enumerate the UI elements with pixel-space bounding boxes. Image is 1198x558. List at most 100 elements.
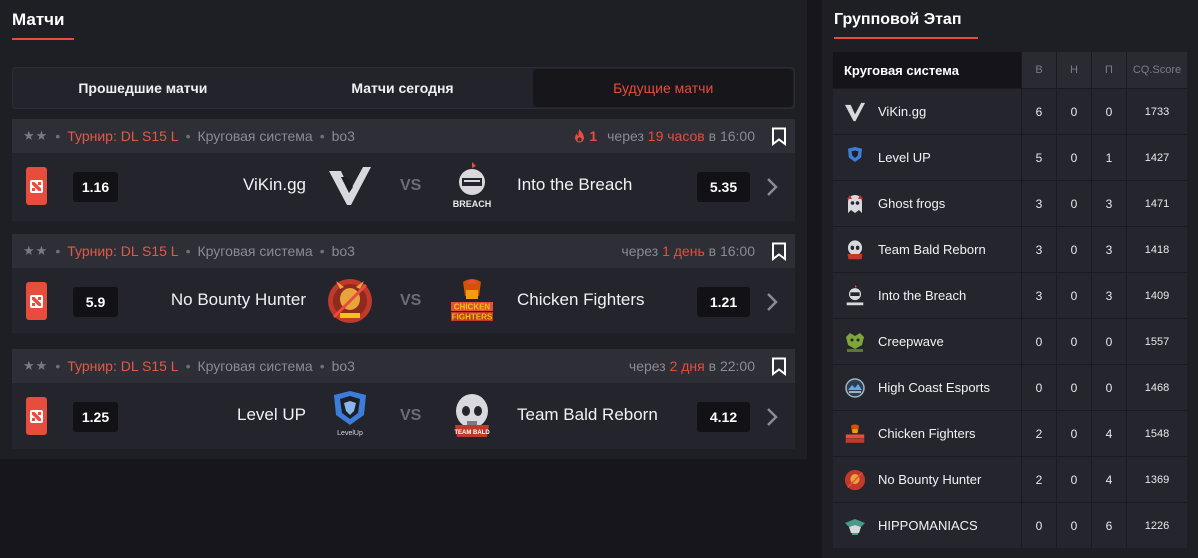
chevron-right-icon[interactable]	[762, 403, 782, 431]
svg-text:LevelUp: LevelUp	[337, 430, 363, 437]
tournament-link[interactable]: Турнир: DL S15 L	[67, 243, 179, 259]
chicken-logo	[842, 421, 868, 447]
time-prefix: через	[607, 128, 644, 144]
team-name[interactable]: Creepwave	[878, 334, 944, 349]
team-name[interactable]: Team Bald Reborn	[878, 242, 986, 257]
header-wins: В	[1021, 52, 1056, 88]
table-row[interactable]: High Coast Esports 0 0 0 1468	[833, 364, 1187, 410]
matches-title: Матчи	[12, 10, 65, 29]
table-row[interactable]: Ghost frogs 3 0 3 1471	[833, 180, 1187, 226]
creepwave-logo	[842, 329, 868, 355]
score: 1409	[1126, 273, 1187, 318]
time-suffix: в 16:00	[708, 128, 755, 144]
team2-odd[interactable]: 5.35	[697, 172, 750, 202]
nbh-logo	[323, 274, 377, 328]
header-score: CQ.Score	[1126, 52, 1187, 88]
vs-label: VS	[400, 292, 422, 309]
match-body: 1.16 ViKin.gg VS BREACH Into the Breach …	[12, 153, 795, 221]
match-card[interactable]: ★★ • Турнир: DL S15 L • Круговая система…	[12, 234, 795, 333]
wins: 3	[1021, 181, 1056, 226]
format-label: Круговая система	[197, 243, 313, 259]
team2-odd[interactable]: 1.21	[697, 287, 750, 317]
svg-text:BREACH: BREACH	[453, 199, 492, 209]
wins: 0	[1021, 503, 1056, 548]
wins: 6	[1021, 89, 1056, 134]
team-name[interactable]: Level UP	[878, 150, 931, 165]
tab-today-matches[interactable]: Матчи сегодня	[351, 80, 454, 96]
time-value: 19 часов	[647, 128, 705, 144]
losses: 6	[1091, 503, 1126, 548]
matches-panel: Матчи Прошедшие матчи Матчи сегодня Буду…	[12, 10, 795, 449]
bald-logo	[842, 237, 868, 263]
team-name[interactable]: High Coast Esports	[878, 380, 990, 395]
table-row[interactable]: Chicken Fighters 2 0 4 1548	[833, 410, 1187, 456]
losses: 1	[1091, 135, 1126, 180]
losses: 3	[1091, 273, 1126, 318]
table-row[interactable]: Into the Breach 3 0 3 1409	[833, 272, 1187, 318]
title-underline	[834, 37, 978, 39]
chevron-right-icon[interactable]	[762, 173, 782, 201]
match-card[interactable]: ★★ • Турнир: DL S15 L • Круговая система…	[12, 349, 795, 449]
draws: 0	[1056, 411, 1091, 456]
team-name[interactable]: ViKin.gg	[878, 104, 927, 119]
tab-past-matches[interactable]: Прошедшие матчи	[78, 80, 208, 96]
time-prefix: через	[621, 243, 659, 259]
table-row[interactable]: Level UP 5 0 1 1427	[833, 134, 1187, 180]
wins: 0	[1021, 319, 1056, 364]
losses: 4	[1091, 411, 1126, 456]
losses: 0	[1091, 319, 1126, 364]
team2-name: Into the Breach	[517, 175, 633, 194]
losses: 3	[1091, 227, 1126, 272]
losses: 4	[1091, 457, 1126, 502]
score: 1557	[1126, 319, 1187, 364]
team-name[interactable]: Ghost frogs	[878, 196, 946, 211]
team-name[interactable]: HIPPOMANIACS	[878, 518, 978, 533]
bookmark-icon[interactable]	[763, 127, 795, 146]
table-row[interactable]: Creepwave 0 0 0 1557	[833, 318, 1187, 364]
time-value: 1 день	[662, 243, 705, 259]
dota2-icon	[26, 397, 47, 435]
table-row[interactable]: HIPPOMANIACS 0 0 6 1226	[833, 502, 1187, 548]
losses: 0	[1091, 365, 1126, 410]
wins: 2	[1021, 457, 1056, 502]
team2-odd[interactable]: 4.12	[697, 402, 750, 432]
wins: 3	[1021, 273, 1056, 318]
rating-stars: ★★	[23, 128, 49, 143]
match-card[interactable]: ★★ • Турнир: DL S15 L • Круговая система…	[12, 119, 795, 221]
time-prefix: через	[628, 358, 666, 374]
vikin-logo	[842, 99, 868, 125]
standings-table: Круговая система В Н П CQ.Score ViKin.gg…	[833, 52, 1187, 548]
table-row[interactable]: ViKin.gg 6 0 0 1733	[833, 88, 1187, 134]
draws: 0	[1056, 365, 1091, 410]
table-row[interactable]: No Bounty Hunter 2 0 4 1369	[833, 456, 1187, 502]
draws: 0	[1056, 227, 1091, 272]
bestof-label: bo3	[331, 128, 355, 144]
chevron-right-icon[interactable]	[762, 288, 782, 316]
hot-indicator: 1	[574, 128, 597, 144]
match-body: 1.25 Level UP LevelUp VS TEAM BALD Team …	[12, 383, 795, 451]
header-format: Круговая система	[833, 52, 1021, 88]
team-name[interactable]: Chicken Fighters	[878, 426, 976, 441]
draws: 0	[1056, 503, 1091, 548]
bestof-label: bo3	[331, 243, 355, 259]
bookmark-icon[interactable]	[763, 357, 795, 376]
team1-odd[interactable]: 1.16	[73, 172, 118, 202]
draws: 0	[1056, 89, 1091, 134]
team1-odd[interactable]: 1.25	[73, 402, 118, 432]
team-name[interactable]: Into the Breach	[878, 288, 967, 303]
score: 1418	[1126, 227, 1187, 272]
team1-name: ViKin.gg	[242, 175, 306, 194]
score: 1226	[1126, 503, 1187, 548]
tournament-link[interactable]: Турнир: DL S15 L	[67, 358, 179, 374]
tournament-link[interactable]: Турнир: DL S15 L	[67, 128, 179, 144]
team-name[interactable]: No Bounty Hunter	[878, 472, 982, 487]
dota2-icon	[26, 282, 47, 320]
breach-logo	[842, 283, 868, 309]
tab-future-matches[interactable]: Будущие матчи	[533, 69, 794, 107]
team1-name: Level UP	[237, 405, 306, 424]
header-draws: Н	[1056, 52, 1091, 88]
team1-odd[interactable]: 5.9	[73, 287, 118, 317]
bookmark-icon[interactable]	[763, 242, 795, 261]
table-row[interactable]: Team Bald Reborn 3 0 3 1418	[833, 226, 1187, 272]
team2-name: Team Bald Reborn	[517, 405, 658, 424]
